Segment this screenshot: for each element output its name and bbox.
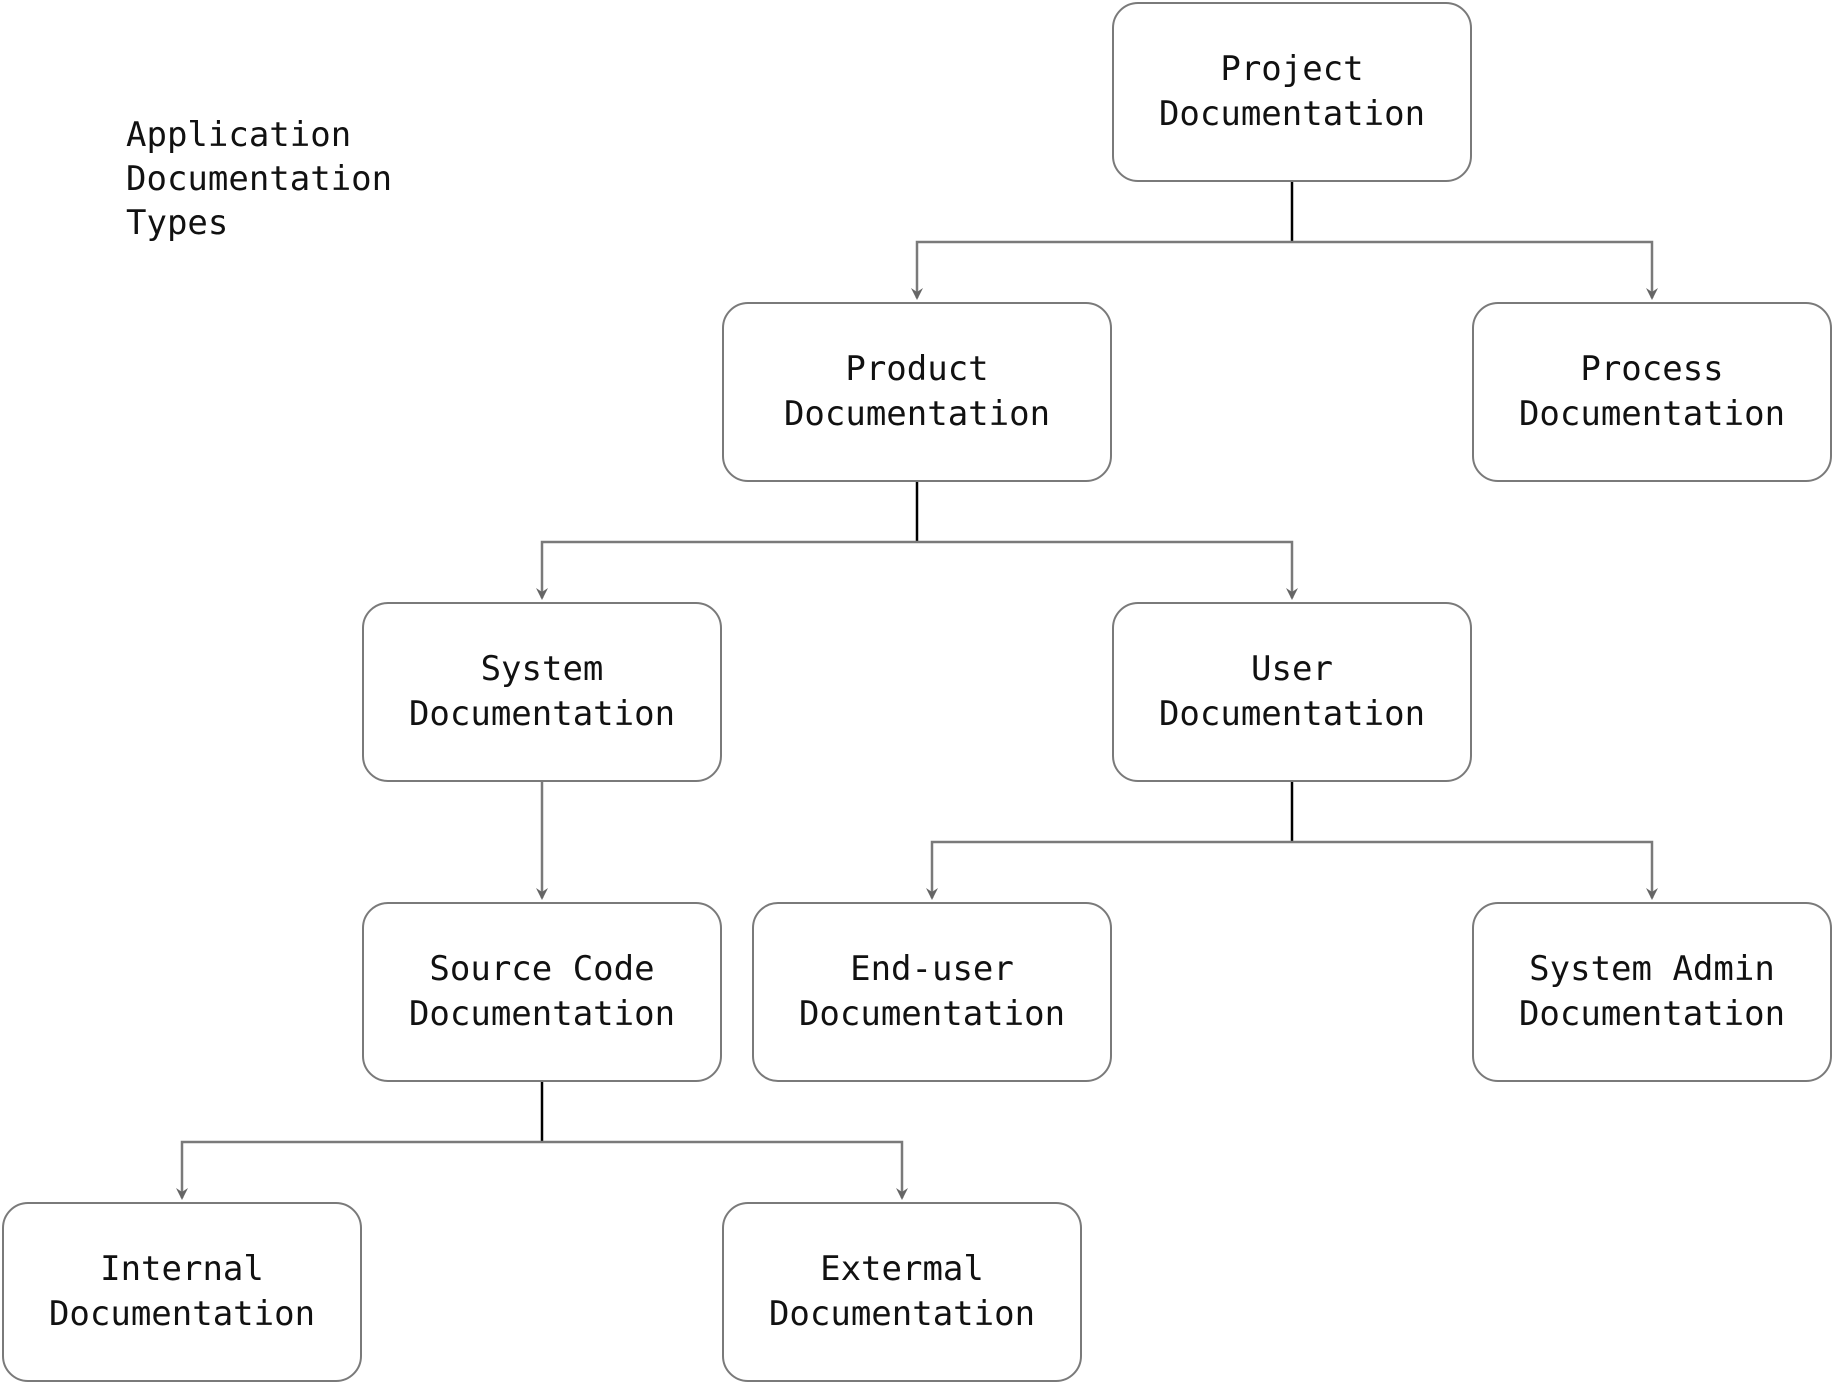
connector-source-code-to-internal: [176, 1140, 542, 1200]
node-label-line-2: Documentation: [798, 994, 1066, 1034]
connector-project-to-product: [911, 240, 1292, 300]
title-line-2: Documentation: [126, 159, 393, 199]
node-label-line-2: Documentation: [1518, 394, 1786, 434]
node-label-line-1: Product: [845, 349, 989, 389]
connector-project-to-process: [1292, 240, 1658, 300]
node-project-documentation: Project Documentation: [1112, 2, 1472, 182]
node-user-documentation: User Documentation: [1112, 602, 1472, 782]
node-label-line-2: Documentation: [408, 994, 676, 1034]
connector-product-to-system: [536, 540, 917, 600]
node-system-admin-documentation: System Admin Documentation: [1472, 902, 1832, 1082]
node-system-documentation: System Documentation: [362, 602, 722, 782]
title-line-1: Application: [126, 115, 352, 155]
node-label-line-2: Documentation: [783, 394, 1051, 434]
node-label-line-2: Documentation: [1518, 994, 1786, 1034]
title-line-3: Types: [126, 203, 229, 243]
node-label-line-2: Documentation: [1158, 694, 1426, 734]
node-internal-documentation: Internal Documentation: [2, 1202, 362, 1382]
connector-source-code-to-external: [542, 1140, 908, 1200]
node-label-line-2: Documentation: [1158, 94, 1426, 134]
connector-product-to-user: [917, 540, 1298, 600]
node-label-line-1: User: [1251, 649, 1333, 689]
node-source-code-documentation: Source Code Documentation: [362, 902, 722, 1082]
connector-user-to-system-admin: [1292, 840, 1658, 900]
node-label-line-1: Extermal: [820, 1249, 984, 1289]
node-external-documentation: Extermal Documentation: [722, 1202, 1082, 1382]
node-label-line-2: Documentation: [48, 1294, 316, 1334]
node-end-user-documentation: End-user Documentation: [752, 902, 1112, 1082]
node-label-line-1: End-user: [850, 949, 1014, 989]
node-label-line-1: Internal: [100, 1249, 264, 1289]
node-label-line-1: Process: [1580, 349, 1724, 389]
connector-user-to-end-user: [926, 840, 1292, 900]
node-label-line-2: Documentation: [408, 694, 676, 734]
node-label-line-2: Documentation: [768, 1294, 1036, 1334]
node-label-line-1: Project: [1220, 49, 1364, 89]
node-label-line-1: System: [480, 649, 604, 689]
node-process-documentation: Process Documentation: [1472, 302, 1832, 482]
node-label-line-1: Source Code: [429, 949, 655, 989]
diagram-title: Application Documentation Types: [126, 113, 526, 245]
node-product-documentation: Product Documentation: [722, 302, 1112, 482]
node-label-line-1: System Admin: [1529, 949, 1775, 989]
